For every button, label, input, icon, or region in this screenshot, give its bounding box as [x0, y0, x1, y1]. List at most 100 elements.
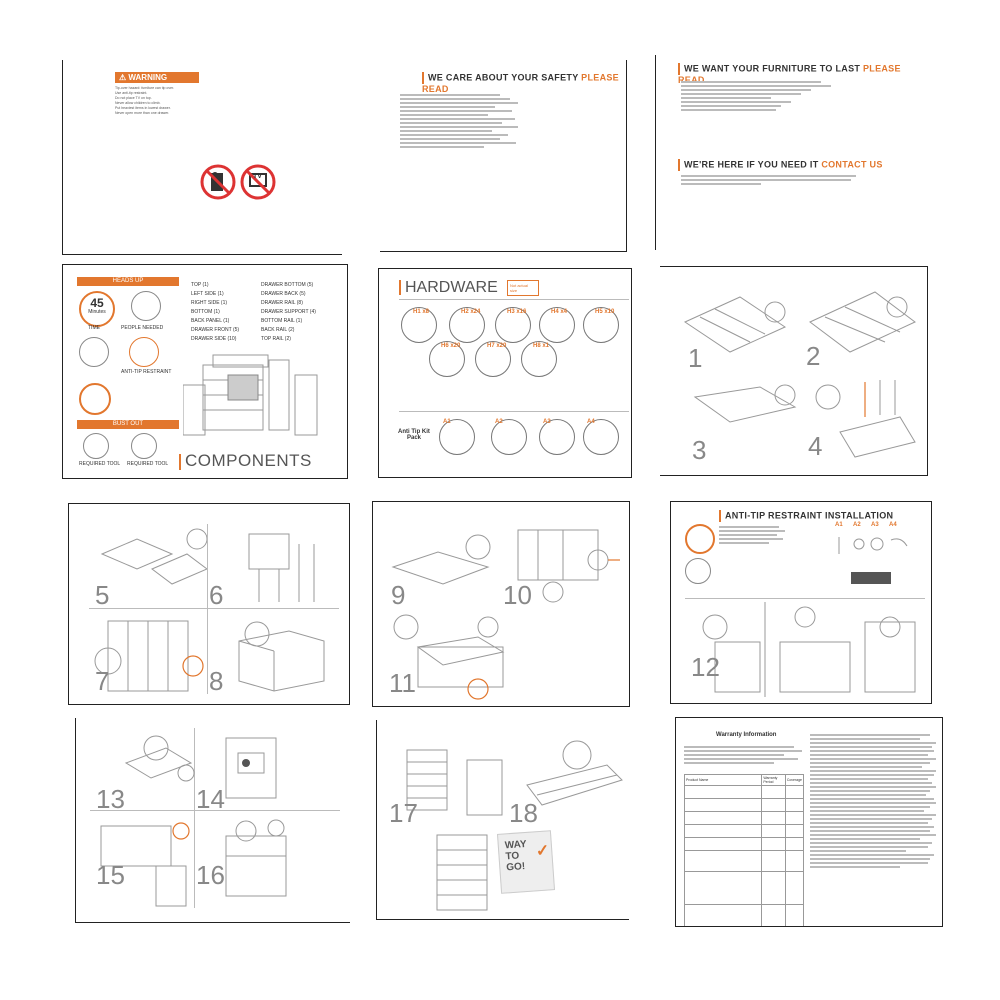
- no-tv-icon: [240, 164, 276, 200]
- part-item: DRAWER SIDE (10): [191, 336, 237, 342]
- people-label: PEOPLE NEEDED: [121, 325, 164, 331]
- page-safety: WE CARE ABOUT YOUR SAFETY PLEASE READ: [380, 60, 627, 252]
- kit-label: A1: [443, 419, 451, 425]
- hardware-item-h4: [539, 307, 575, 343]
- page-steps-5-8: 5 6 7 8: [68, 503, 350, 705]
- contact-heading: WE'RE HERE IF YOU NEED IT CONTACT US: [678, 159, 883, 171]
- table-row: [683, 811, 805, 825]
- time-label: TIME: [88, 325, 100, 331]
- step-number: 3: [692, 435, 707, 465]
- hardware-label: H2 x24: [461, 309, 481, 315]
- checkmark-icon: ✓: [535, 842, 550, 861]
- hardware-item-h6: [429, 341, 465, 377]
- step-number: 15: [96, 860, 125, 890]
- heading-text: ANTI-TIP RESTRAINT INSTALLATION: [725, 510, 894, 521]
- heading-bar: [719, 510, 721, 522]
- page-care: WE WANT YOUR FURNITURE TO LAST PLEASE RE…: [655, 55, 925, 250]
- hardware-title-text: HARDWARE: [405, 279, 498, 296]
- anti-tip-part: A2: [853, 522, 861, 528]
- part-item: DRAWER RAIL (8): [261, 300, 303, 306]
- step-number: 6: [209, 580, 224, 610]
- tool1-label: REQUIRED TOOL: [79, 461, 121, 467]
- kit-item-a3: [539, 419, 575, 455]
- heading-bar: [678, 159, 680, 171]
- step-number: 1: [688, 343, 703, 373]
- care-text-block: [681, 79, 831, 113]
- heading-accent: CONTACT US: [821, 159, 883, 170]
- hardware-label: H6 x20: [441, 343, 461, 349]
- warning-text: Tip-over hazard: furniture can tip over.…: [115, 86, 193, 116]
- heading-bar: [678, 63, 680, 75]
- table-row: [683, 850, 805, 872]
- page-steps-13-16: 13 14 15 16: [75, 718, 350, 923]
- kit-title: Anti Tip Kit Pack: [398, 429, 430, 441]
- tool2-label: REQUIRED TOOL: [127, 461, 169, 467]
- kit-item-a2: [491, 419, 527, 455]
- anti-tip-text: [719, 524, 789, 546]
- step-6-illustration: [248, 533, 315, 602]
- table-header: Product Name: [683, 774, 763, 786]
- step-8-illustration: [238, 621, 325, 692]
- kit-label: A4: [587, 419, 595, 425]
- components-title: COMPONENTS: [179, 451, 312, 471]
- step-number: 18: [509, 798, 538, 828]
- step-number: 7: [95, 666, 110, 696]
- heading-accent: PLEASE READ: [422, 72, 619, 94]
- anti-tip-part: A1: [835, 522, 843, 528]
- anti-tip-part: A3: [871, 522, 879, 528]
- parts-list-right: DRAWER BOTTOM (5) DRAWER BACK (5) DRAWER…: [261, 281, 316, 344]
- part-item: BACK RAIL (2): [261, 327, 295, 333]
- warning-triangle-icon: ⚠: [119, 73, 127, 82]
- screwdriver-icon: [131, 433, 157, 459]
- hardware-label: H7 x20: [487, 343, 507, 349]
- warning-line: Never open more than one drawer.: [115, 111, 170, 115]
- anti-tip-part: A4: [889, 522, 897, 528]
- hardware-label: H5 x10: [595, 309, 615, 315]
- part-item: DRAWER SUPPORT (4): [261, 309, 316, 315]
- page-steps-17-18: WAY TO GO! ✓ 17 18: [376, 720, 629, 920]
- table-row: [683, 785, 805, 799]
- step-7-illustration: [94, 620, 204, 692]
- safety-text-block: [400, 92, 520, 150]
- heading-text: WE'RE HERE IF YOU NEED IT: [684, 159, 819, 170]
- step-13-illustration: [124, 735, 195, 782]
- page-anti-tip: ANTI-TIP RESTRAINT INSTALLATION A1 A2 A3…: [670, 501, 932, 704]
- table-row: [683, 798, 805, 812]
- hardware-label: H3 x16: [507, 309, 527, 315]
- step-16-illustration: [225, 819, 287, 897]
- table-row: [683, 904, 805, 926]
- part-item: BOTTOM (1): [191, 309, 220, 315]
- step-number: 10: [503, 580, 532, 610]
- step-10-illustration: [517, 529, 620, 603]
- heads-up-banner: HEADS UP: [77, 277, 179, 286]
- step-number: 17: [389, 798, 418, 828]
- hardware-item-h8: [521, 341, 557, 377]
- anti-tip-icon: [129, 337, 159, 367]
- exploded-dresser-illustration: [183, 354, 318, 436]
- warranty-intro: [684, 744, 804, 766]
- step-15-illustration: [100, 822, 190, 907]
- warning-title: WARNING: [128, 73, 168, 82]
- anti-tip-label: ANTI-TIP RESTRAINT: [121, 369, 172, 375]
- step-5-illustration: [100, 528, 207, 585]
- step-1-illustration: [683, 296, 787, 353]
- kit-item-a4: [583, 419, 619, 455]
- contact-text-block: [681, 173, 856, 187]
- kit-divider: [399, 411, 629, 412]
- heading-bar: [179, 453, 181, 470]
- care-heading: WE WANT YOUR FURNITURE TO LAST PLEASE RE…: [678, 63, 925, 85]
- part-item: BOTTOM RAIL (1): [261, 318, 303, 324]
- hardware-label: H1 x8: [413, 309, 430, 315]
- page-steps-1-4: 1 2 3 4: [660, 266, 928, 476]
- step-11-illustration: [393, 614, 505, 700]
- warning-line: Never allow children to climb.: [115, 101, 161, 105]
- hardware-item-h7: [475, 341, 511, 377]
- step-number: 5: [95, 580, 110, 610]
- part-item: BACK PANEL (1): [191, 318, 230, 324]
- page-steps-9-11: 9 10 11: [372, 501, 630, 707]
- time-clock-icon: 45 Minutes: [79, 291, 115, 327]
- warranty-body-text: [810, 732, 936, 870]
- page-warning: ⚠ WARNING Tip-over hazard: furniture can…: [62, 60, 342, 255]
- hardware-label: H8 x1: [533, 343, 550, 349]
- no-climbing-icon: [200, 164, 236, 200]
